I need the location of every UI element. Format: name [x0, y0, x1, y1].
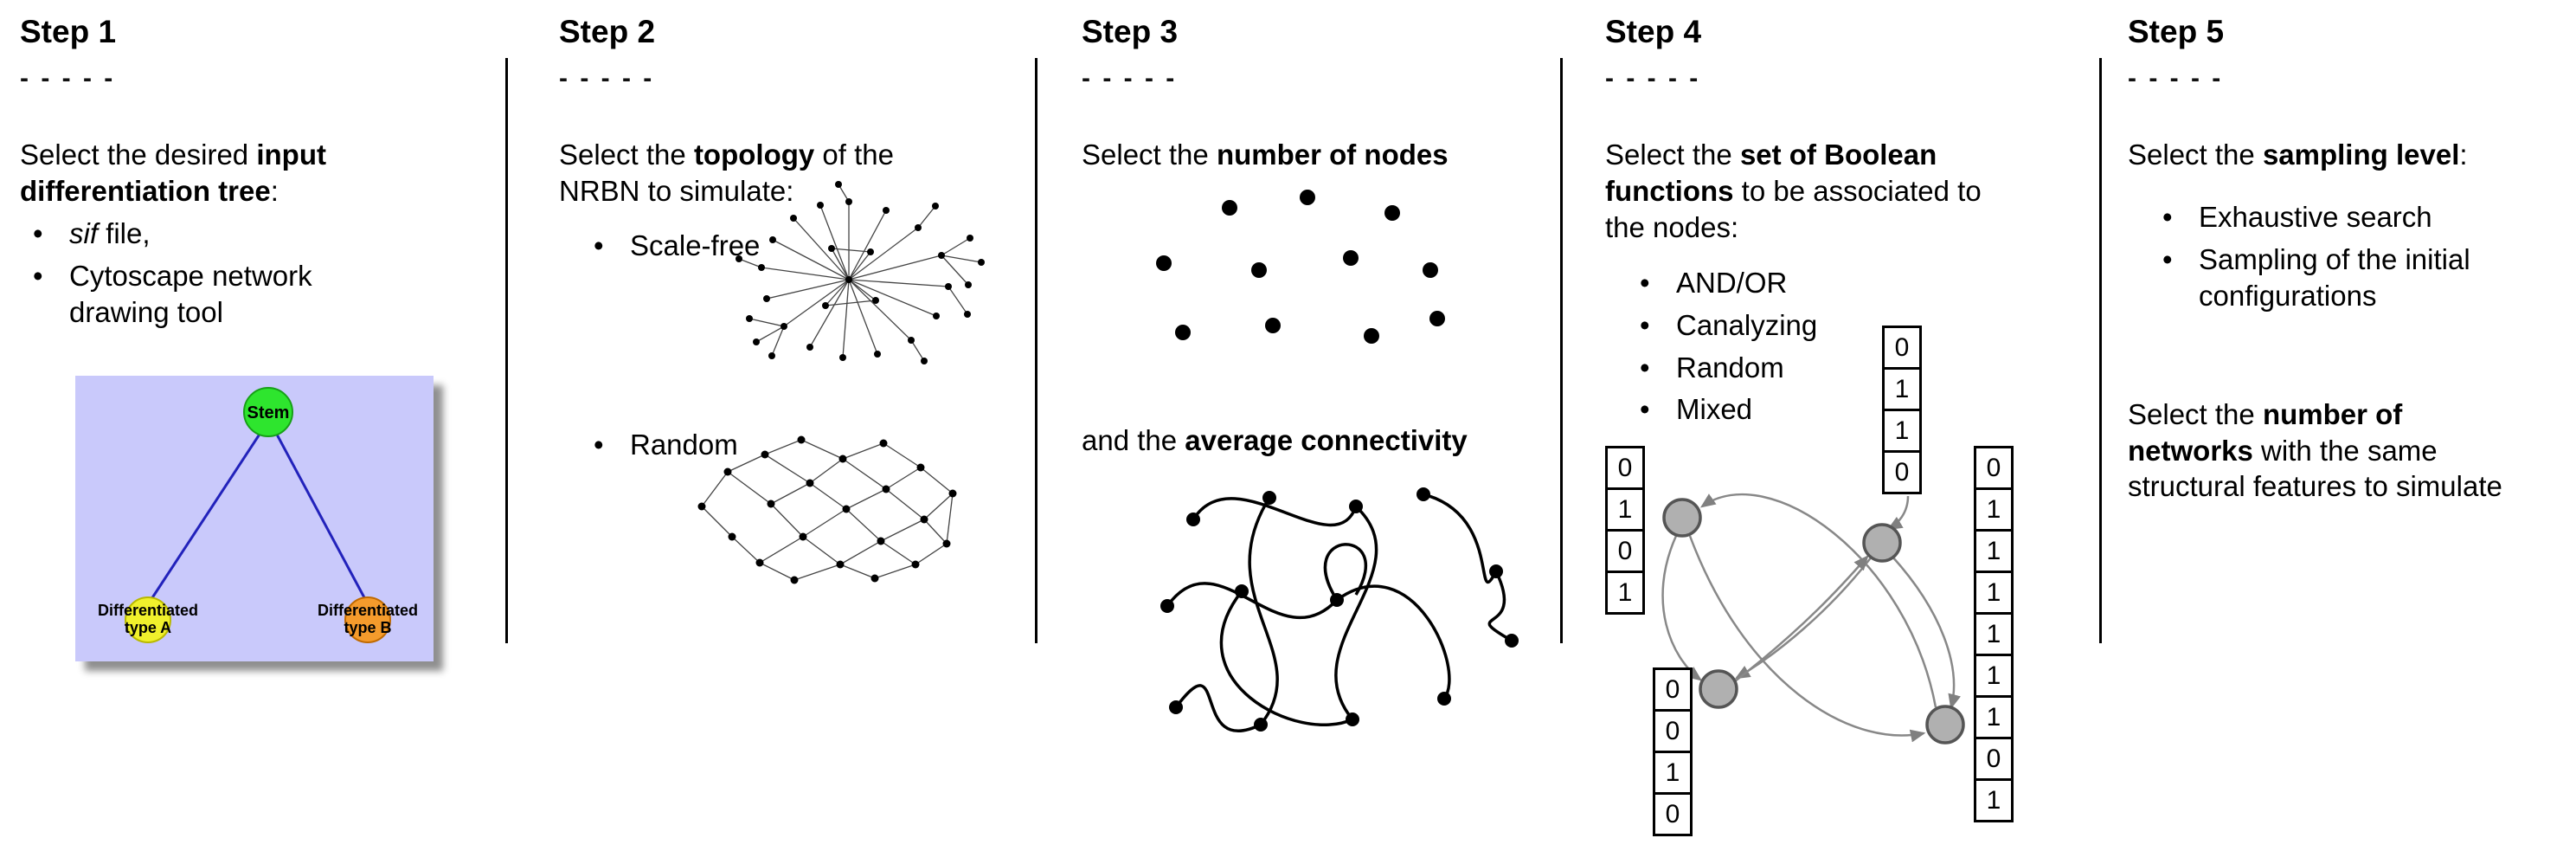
- step5-intro: Select the sampling level:: [2128, 139, 2468, 171]
- truth-table-cell: 1: [1605, 571, 1645, 615]
- step2-dashes: - - - - -: [559, 64, 655, 93]
- truth-table-cell: 1: [1974, 571, 2014, 615]
- step2-title: Step 2: [559, 14, 656, 49]
- step5-title: Step 5: [2128, 14, 2225, 49]
- average-connectivity-image: [1160, 487, 1519, 732]
- column-divider-2: [1035, 58, 1037, 643]
- bullet-icon: •: [594, 429, 604, 461]
- truth-table-cell: 1: [1653, 751, 1693, 795]
- truth-table-cell: 0: [1605, 446, 1645, 490]
- step4-bullet-random: • Random: [1640, 350, 2098, 386]
- step4-bullet-canalyzing: • Canalyzing: [1640, 307, 2098, 344]
- stem-node-label: Stem: [247, 403, 290, 422]
- step4-dashes: - - - - -: [1605, 64, 1701, 93]
- truth-table-cell: 1: [1974, 695, 2014, 739]
- step2-bullet-random: • Random: [594, 427, 738, 463]
- step4-title: Step 4: [1605, 14, 1702, 49]
- step3-column: Step 3 - - - - - Select the number of no…: [1082, 0, 1553, 851]
- step3-line1: Select the number of nodes: [1082, 139, 1449, 171]
- step4-bullet-and-or: • AND/OR: [1640, 265, 2098, 301]
- truth-table-cell: 1: [1974, 654, 2014, 698]
- step5-column: Step 5 - - - - - Select the sampling lev…: [2128, 0, 2573, 851]
- truth-table-cell: 1: [1974, 612, 2014, 656]
- step1-title: Step 1: [20, 14, 117, 49]
- differentiated-type-a-node: [125, 596, 171, 643]
- step1-bullet-sif-text: sif file,: [69, 216, 151, 249]
- truth-table-cell: 0: [1605, 529, 1645, 573]
- number-of-nodes-image: [1156, 190, 1445, 344]
- step3-line2: and the average connectivity: [1082, 424, 1468, 456]
- stem-node: [243, 387, 293, 437]
- step5-dashes: - - - - -: [2128, 64, 2224, 93]
- truth-table-cell: 1: [1974, 487, 2014, 532]
- bullet-icon: •: [1640, 351, 1650, 384]
- truth-table-cell: 0: [1882, 450, 1922, 494]
- truth-table-cell: 0: [1974, 446, 2014, 490]
- scale-free-network-image: [736, 181, 985, 364]
- step1-bullet-sif-file: • sif file,: [33, 216, 491, 252]
- type-b-label-line1: Differentiated: [318, 602, 418, 619]
- truth-table-cell: 0: [1653, 709, 1693, 753]
- differentiation-tree-svg: Stem Differentiated type A Differentiate…: [75, 376, 434, 661]
- step5-bullet-list: • Exhaustive search • Sampling of the in…: [2128, 199, 2573, 314]
- type-b-label-line2: type B: [344, 619, 391, 636]
- truth-table-cell: 0: [1653, 667, 1693, 712]
- bullet-icon: •: [594, 229, 604, 261]
- type-a-label-line1: Differentiated: [98, 602, 198, 619]
- differentiation-tree-image: Stem Differentiated type A Differentiate…: [75, 376, 434, 661]
- step2-column: Step 2 - - - - - Select the topology of …: [559, 0, 1009, 851]
- step1-dashes: - - - - -: [20, 64, 116, 93]
- bullet-icon: •: [33, 216, 43, 249]
- truth-table-cell: 1: [1882, 367, 1922, 411]
- column-divider-3: [1560, 58, 1563, 643]
- column-divider-4: [2099, 58, 2102, 643]
- step4-column: Step 4 - - - - - Select the set of Boole…: [1605, 0, 2098, 851]
- bullet-icon: •: [1640, 393, 1650, 426]
- truth-table-cell: 0: [1653, 792, 1693, 836]
- bullet-icon: •: [33, 259, 43, 292]
- truth-table-cell: 1: [1882, 409, 1922, 453]
- boolean-network-image: [1661, 493, 1965, 745]
- differentiated-type-b-node: [344, 596, 391, 643]
- tree-edge-left: [150, 432, 262, 600]
- step5-bullet-exhaustive: • Exhaustive search: [2162, 199, 2573, 235]
- random-network-image: [697, 435, 957, 584]
- column-divider-1: [505, 58, 508, 643]
- truth-table-cell: 0: [1882, 326, 1922, 370]
- truth-table-cell: 1: [1974, 529, 2014, 573]
- bullet-icon: •: [2162, 200, 2173, 233]
- bullet-icon: •: [1640, 308, 1650, 341]
- step4-bullet-mixed: • Mixed: [1640, 391, 2098, 428]
- bullet-icon: •: [2162, 242, 2173, 275]
- tree-edge-right: [274, 432, 368, 602]
- step4-bullet-list: • AND/OR • Canalyzing • Random • Mixed: [1605, 265, 2098, 429]
- type-a-label-line2: type A: [125, 619, 171, 636]
- step3-dashes: - - - - -: [1082, 64, 1178, 93]
- truth-table-cell: 1: [1974, 778, 2014, 822]
- truth-table-cell: 1: [1605, 487, 1645, 532]
- step3-title: Step 3: [1082, 14, 1179, 49]
- truth-table-cell: 0: [1974, 737, 2014, 781]
- step1-column: Step 1 - - - - - Select the desired inpu…: [20, 0, 491, 851]
- bullet-icon: •: [1640, 266, 1650, 299]
